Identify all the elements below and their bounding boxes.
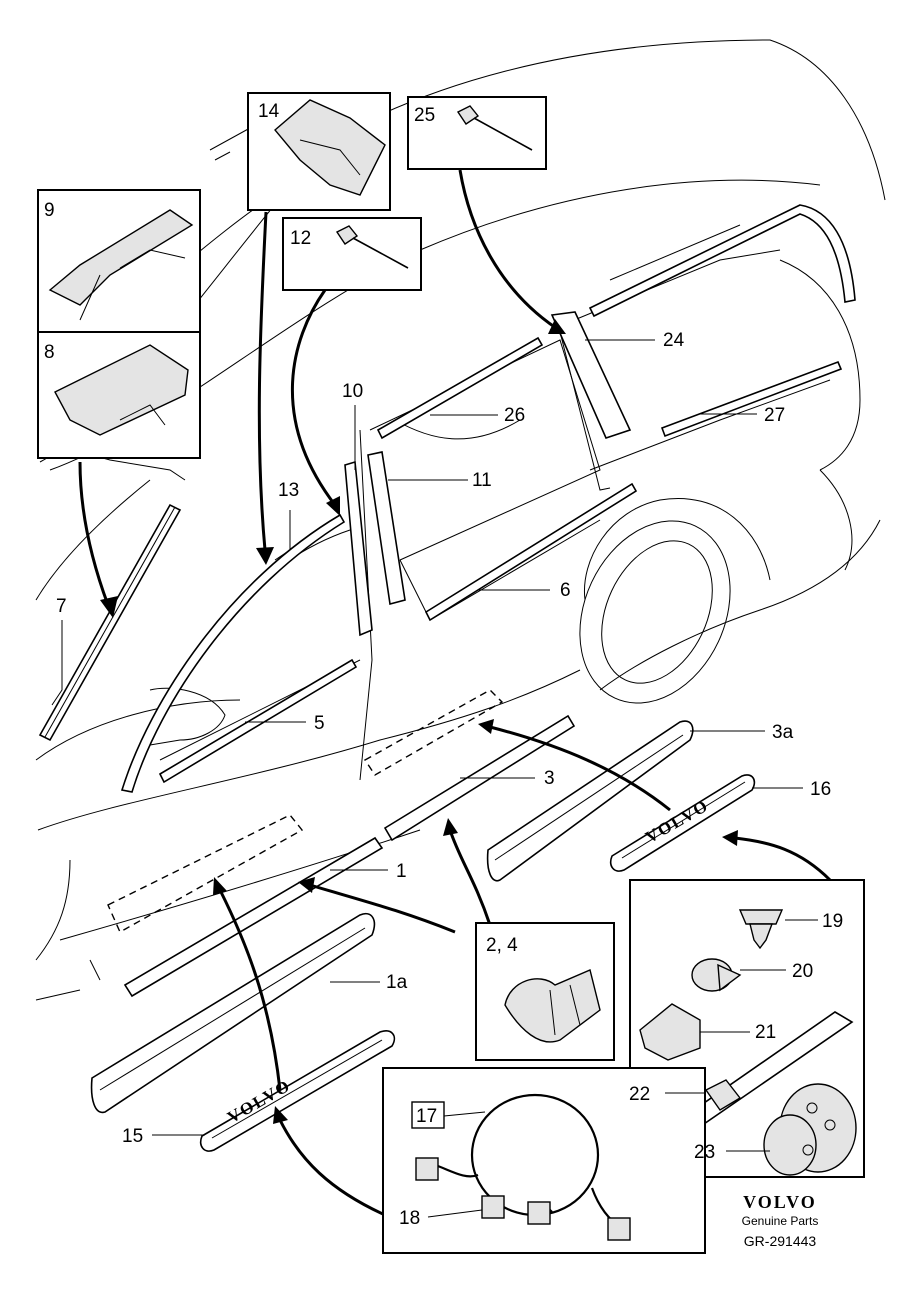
label-17: 17 xyxy=(416,1106,437,1127)
detail-box-wiring xyxy=(382,1067,706,1254)
label-11: 11 xyxy=(472,470,492,491)
label-27: 27 xyxy=(764,405,785,426)
label-13: 13 xyxy=(278,480,299,501)
label-18: 18 xyxy=(399,1208,420,1229)
dashed-area-front xyxy=(107,814,304,933)
molding-13[interactable] xyxy=(120,513,346,793)
molding-7[interactable] xyxy=(38,503,182,742)
panel-1a[interactable] xyxy=(90,913,376,1114)
roof-rail[interactable] xyxy=(588,204,856,318)
label-5: 5 xyxy=(314,713,325,734)
footer-brand: VOLVO Genuine Parts GR-291443 xyxy=(742,1192,819,1249)
detail-box-12 xyxy=(282,217,422,291)
trim-24[interactable] xyxy=(550,311,632,439)
label-8: 8 xyxy=(44,342,55,363)
leader-lines xyxy=(51,339,818,1218)
label-16: 16 xyxy=(810,779,831,800)
molding-1[interactable] xyxy=(123,836,384,998)
label-24: 24 xyxy=(663,330,685,351)
molding-6[interactable] xyxy=(424,482,638,622)
label-7: 7 xyxy=(56,596,67,617)
trim-10[interactable] xyxy=(344,460,373,637)
detail-box-14 xyxy=(247,92,391,211)
label-25: 25 xyxy=(414,105,435,126)
reference-code: GR-291443 xyxy=(744,1233,817,1249)
molding-26[interactable] xyxy=(376,336,544,440)
genuine-parts-text: Genuine Parts xyxy=(742,1214,819,1228)
dashed-area-rear xyxy=(363,689,504,776)
label-26: 26 xyxy=(504,405,525,426)
sill-plate-16[interactable]: VOLVO xyxy=(609,774,756,872)
molding-5[interactable] xyxy=(158,658,358,784)
label-20: 20 xyxy=(792,961,813,982)
detail-box-25 xyxy=(407,96,547,170)
panel-3a[interactable] xyxy=(486,720,694,882)
label-3: 3 xyxy=(544,768,555,789)
detail-box-9 xyxy=(37,189,201,333)
label-22: 22 xyxy=(629,1084,650,1105)
label-19: 19 xyxy=(822,911,843,932)
molding-27[interactable] xyxy=(660,360,843,438)
label-15: 15 xyxy=(122,1126,143,1147)
detail-box-8 xyxy=(37,331,201,459)
label-3a: 3a xyxy=(772,722,794,743)
label-6: 6 xyxy=(560,580,571,601)
label-10: 10 xyxy=(342,381,363,402)
label-2-4: 2, 4 xyxy=(486,935,518,956)
detail-box-2-4 xyxy=(475,922,615,1061)
arrows xyxy=(78,169,832,1217)
label-1: 1 xyxy=(396,861,407,882)
label-9: 9 xyxy=(44,200,55,221)
label-14: 14 xyxy=(258,101,280,122)
part-labels: 14 25 12 9 8 10 26 24 27 11 13 6 7 5 3a … xyxy=(44,101,843,1229)
volvo-logo-text: VOLVO xyxy=(743,1192,817,1212)
trim-11[interactable] xyxy=(367,451,406,606)
label-23: 23 xyxy=(694,1142,715,1163)
label-1a: 1a xyxy=(386,972,408,993)
label-12: 12 xyxy=(290,228,311,249)
sill-plate-15[interactable]: VOLVO xyxy=(199,1030,396,1152)
label-21: 21 xyxy=(755,1022,776,1043)
